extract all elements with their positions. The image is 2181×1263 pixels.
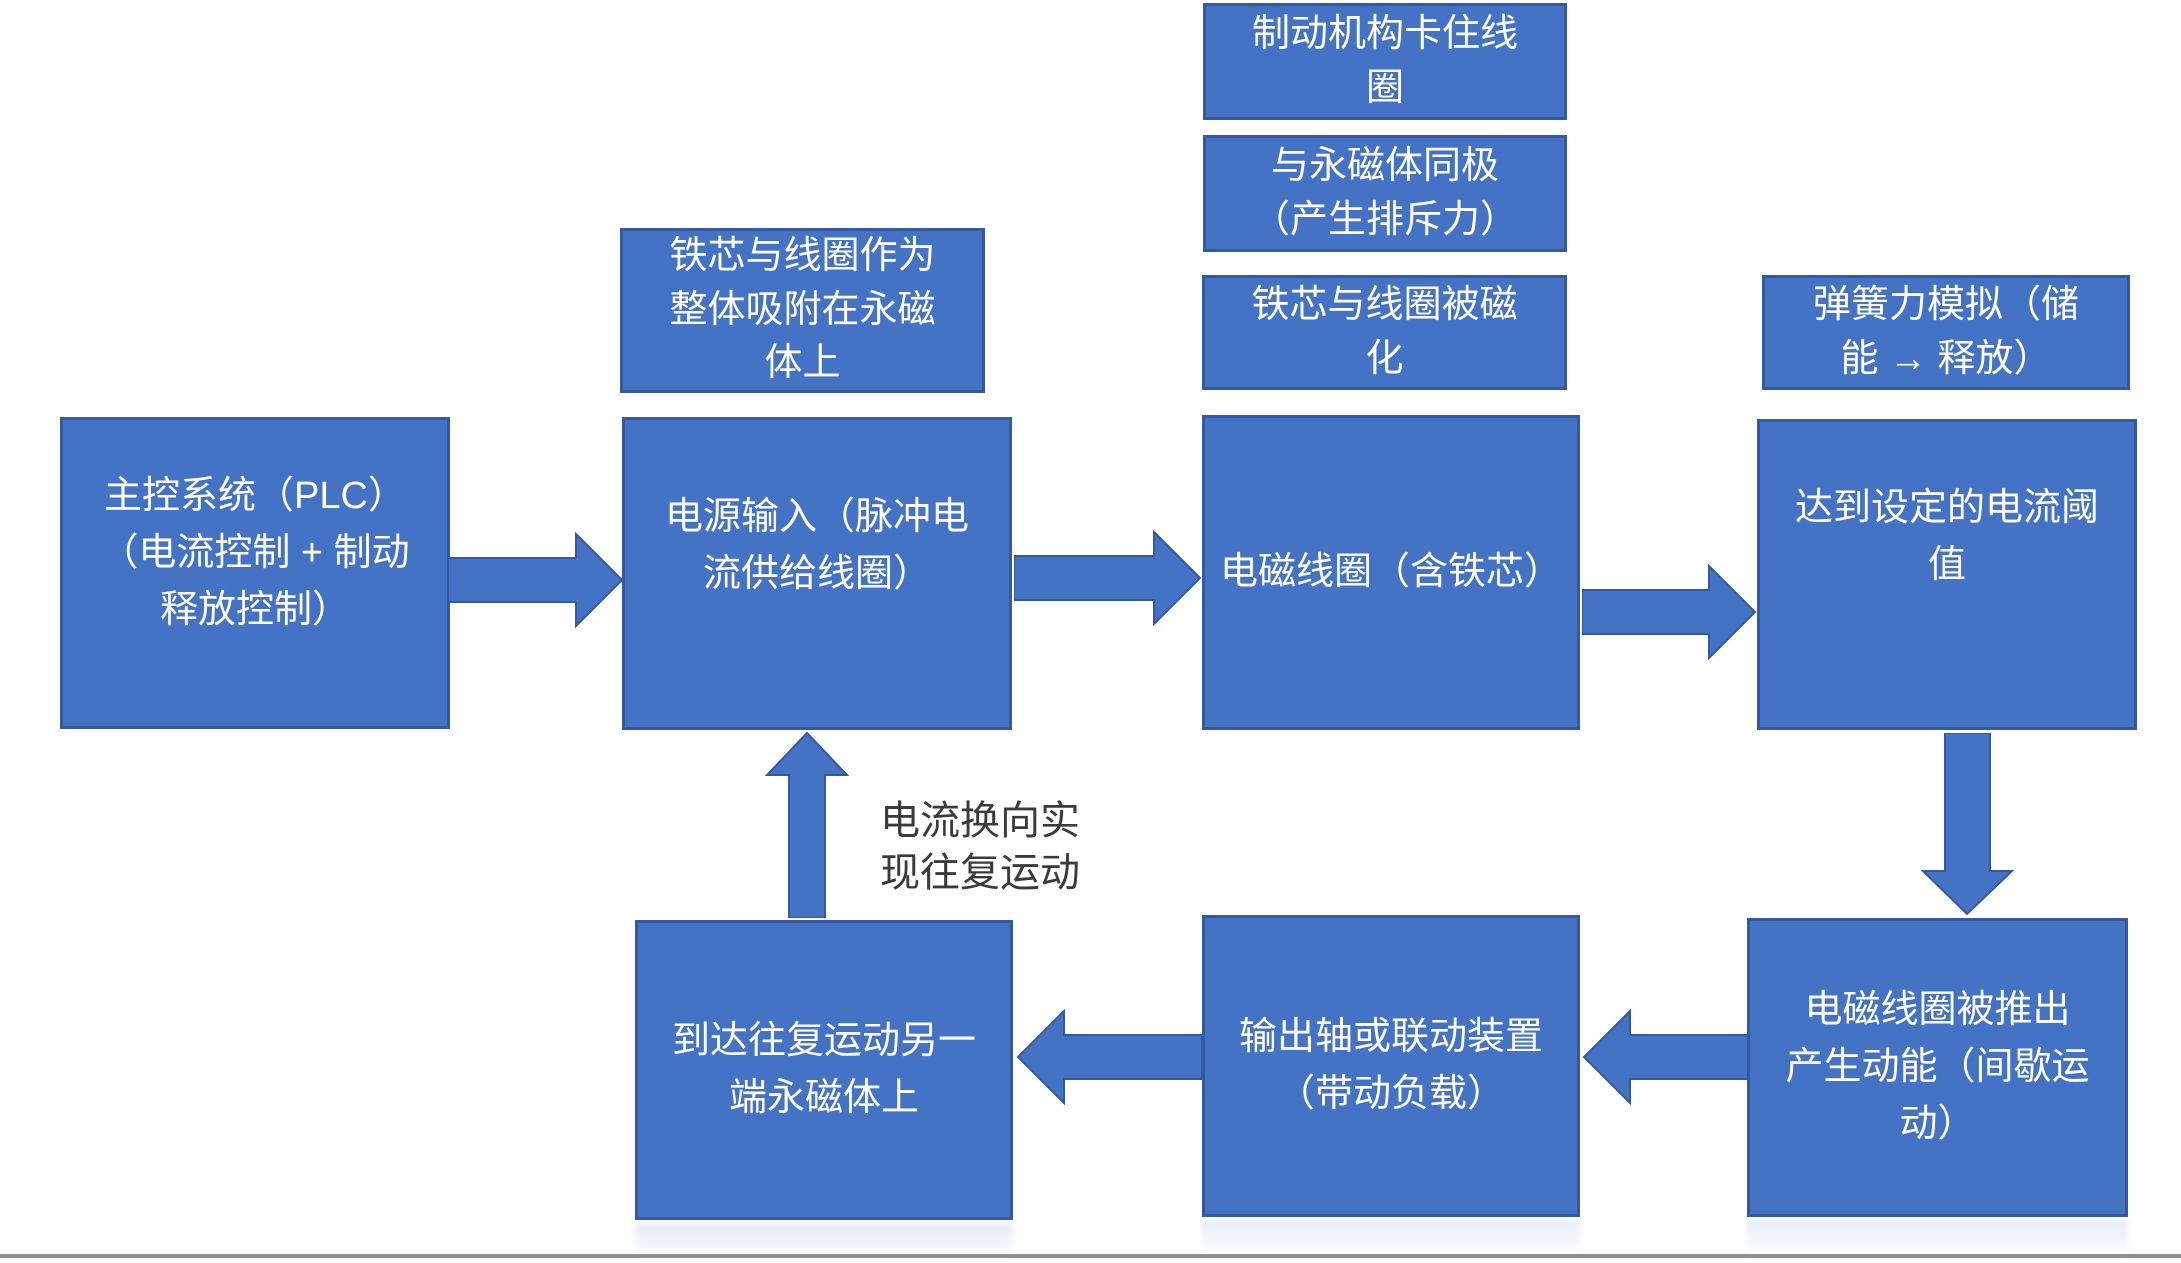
- annotation-brake-holds-coil: 制动机构卡住线 圈: [1203, 3, 1567, 120]
- arrow-right-power-input-to-coil: [1014, 530, 1202, 626]
- annotation-same-pole-repulsion: 与永磁体同极 （产生排斥力）: [1203, 135, 1567, 252]
- window-bottom-border: [0, 1254, 2181, 1258]
- arrow-right-coil-to-threshold: [1582, 564, 1757, 660]
- arrow-down-threshold-to-kinetic: [1921, 733, 2014, 916]
- flow-node-far-end-magnet: 到达往复运动另一 端永磁体上: [635, 920, 1013, 1220]
- annotation-core-coil-attached: 铁芯与线圈作为 整体吸附在永磁 体上: [620, 228, 985, 393]
- edge-label-current-reversal: 电流换向实 现往复运动: [880, 799, 1080, 895]
- arrow-up-far-end-to-power-input: [765, 731, 849, 918]
- flow-node-plc: 主控系统（PLC） （电流控制 + 制动 释放控制）: [60, 417, 450, 729]
- flow-node-current-threshold: 达到设定的电流阈 值: [1757, 419, 2137, 730]
- arrow-right-plc-to-power-input: [448, 532, 624, 628]
- arrow-left-kinetic-to-output-shaft: [1582, 1009, 1748, 1105]
- annotation-core-coil-magnetized: 铁芯与线圈被磁 化: [1202, 275, 1567, 390]
- flow-node-electromagnetic-coil: 电磁线圈（含铁芯）: [1202, 415, 1580, 730]
- arrow-left-output-shaft-to-far-end: [1016, 1009, 1202, 1105]
- flow-node-output-shaft: 输出轴或联动装置 （带动负载）: [1202, 915, 1580, 1217]
- flow-node-coil-pushed-out: 电磁线圈被推出 产生动能（间歇运 动）: [1747, 918, 2128, 1217]
- annotation-spring-force-simulation: 弹簧力模拟（储 能 → 释放）: [1762, 275, 2130, 390]
- flow-node-power-input: 电源输入（脉冲电 流供给线圈）: [622, 417, 1012, 730]
